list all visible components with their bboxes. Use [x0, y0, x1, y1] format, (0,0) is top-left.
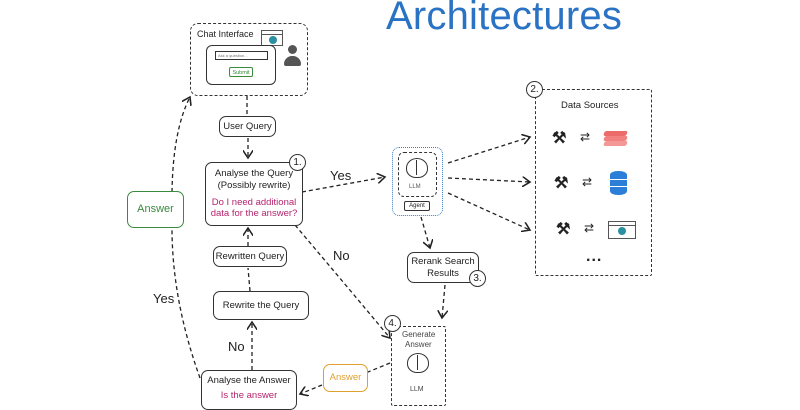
analyse-answer-node: Analyse the Answer Is the answer: [201, 370, 297, 410]
arrow-rewrite-to-rewritten: [247, 267, 251, 292]
answer-output-node: Answer: [323, 364, 368, 392]
database-icon: [610, 171, 627, 195]
arrow-llm-to-source3: [447, 192, 530, 230]
page-title: Architectures: [386, 0, 623, 38]
submit-button[interactable]: Submit: [229, 67, 253, 77]
rewrite-query-node: Rewrite the Query: [213, 291, 309, 320]
rewritten-query-label: Rewritten Query: [215, 250, 285, 262]
sync-icon: ⇄: [584, 221, 595, 235]
llm-label: LLM: [409, 184, 421, 190]
no-label-1: No: [333, 248, 350, 263]
brain-icon: [407, 353, 429, 373]
browser-window-icon: [261, 30, 283, 46]
rewritten-query-node: Rewritten Query: [213, 246, 287, 267]
more-sources-ellipsis: ...: [586, 248, 603, 265]
generate-llm-label: LLM: [410, 386, 424, 393]
analyse-query-question1: Do I need additional: [211, 197, 297, 208]
sync-icon: ⇄: [582, 175, 593, 189]
data-sources-title: Data Sources: [561, 100, 619, 111]
tools-icon: ⚒: [552, 130, 567, 147]
answer-final-label: Answer: [137, 202, 174, 215]
arrow-yes-to-llm: [301, 177, 385, 193]
chat-interface-panel: [190, 23, 308, 96]
analyse-answer-question: Is the answer: [220, 390, 278, 402]
analyse-query-line1: Analyse the Query: [214, 168, 294, 180]
arrow-no-to-generate: [294, 224, 390, 338]
arrow-answer-green-to-chat: [171, 97, 190, 193]
data-sources-panel: [535, 89, 652, 276]
chat-interface-label: Chat Interface: [197, 29, 254, 39]
analyse-query-question2: data for the answer?: [210, 208, 298, 220]
user-avatar-icon: [284, 45, 301, 71]
sync-icon: ⇄: [580, 130, 591, 144]
arrow-answer-to-analyse: [300, 384, 323, 394]
arrow-llm-to-source1: [447, 137, 530, 164]
rerank-node: Rerank Search Results: [407, 252, 479, 283]
step-3-badge: 3.: [469, 270, 486, 287]
step-4-badge: 4.: [384, 315, 401, 332]
generate-line1: Generate: [402, 330, 436, 339]
tools-icon: ⚒: [556, 221, 571, 238]
arrow-yes-to-answer-green: [171, 227, 201, 379]
analyse-query-node: Analyse the Query (Possibly rewrite) Do …: [205, 162, 303, 226]
globe-icon: [618, 227, 626, 235]
globe-icon: [269, 36, 277, 44]
answer-output-label: Answer: [329, 372, 362, 384]
chat-question-input[interactable]: [215, 51, 268, 60]
layers-icon: [603, 131, 628, 147]
arrow-agent-to-rerank: [420, 216, 430, 248]
agent-container: [392, 147, 443, 216]
arrow-rerank-to-generate: [442, 284, 445, 318]
user-query-label: User Query: [223, 120, 272, 132]
connector-layer: [171, 0, 800, 400]
generate-line2: Answer: [405, 340, 432, 349]
answer-final-node: Answer: [127, 191, 184, 228]
rerank-line2: Results: [427, 267, 459, 279]
step-1-badge: 1.: [289, 154, 306, 171]
arrow-llm-to-source2: [447, 178, 530, 182]
yes-label-1: Yes: [330, 168, 352, 183]
agent-badge: Agent: [404, 201, 430, 211]
yes-label-2: Yes: [153, 291, 175, 306]
arrow-generate-to-answer: [367, 362, 391, 373]
analyse-query-line2: (Possibly rewrite): [217, 179, 291, 191]
no-label-2: No: [228, 339, 245, 354]
web-window-icon: [608, 221, 636, 239]
llm-box: [398, 152, 437, 197]
rerank-line1: Rerank Search: [411, 256, 475, 268]
step-2-badge: 2.: [526, 81, 543, 98]
user-query-node: User Query: [219, 116, 276, 137]
analyse-answer-line1: Analyse the Answer: [207, 375, 291, 386]
brain-icon: [406, 158, 428, 178]
rewrite-query-label: Rewrite the Query: [222, 299, 300, 311]
tools-icon: ⚒: [554, 175, 569, 192]
